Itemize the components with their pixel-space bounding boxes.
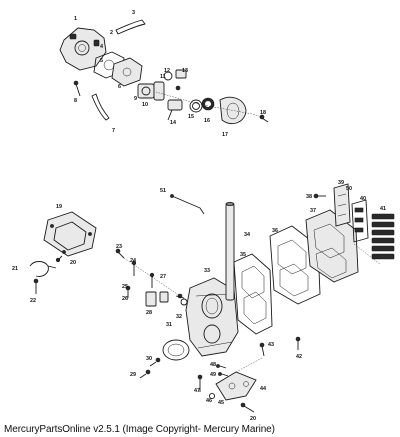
callout-43: 43	[268, 342, 274, 348]
callout-28: 28	[146, 310, 152, 316]
callout-35: 35	[240, 252, 246, 258]
part-carb-fitting	[69, 33, 77, 40]
part-fitting	[180, 298, 188, 306]
part-gasket-36	[269, 225, 321, 305]
callout-34: 34	[244, 232, 250, 238]
part-fitting	[163, 71, 173, 81]
callout-37: 37	[310, 208, 316, 214]
callout-14: 14	[170, 120, 176, 126]
callout-8: 8	[74, 98, 77, 104]
part-o-ring	[189, 99, 203, 113]
callout-5: 5	[100, 58, 103, 64]
part-fuel-line	[91, 93, 110, 121]
callout-23: 23	[116, 244, 122, 250]
callout-7: 7	[112, 128, 115, 134]
callout-20-lower: 20	[250, 416, 256, 420]
callout-15: 15	[188, 114, 194, 120]
callout-44: 44	[260, 386, 266, 392]
part-intake-manifold	[185, 277, 239, 357]
callout-40: 40	[360, 196, 366, 202]
callout-51: 51	[160, 188, 166, 194]
callout-16: 16	[204, 118, 210, 124]
part-fuel-pump-plate	[111, 57, 143, 87]
copyright-caption: MercuryPartsOnline v2.5.1 (Image Copyrig…	[4, 424, 275, 435]
callout-31: 31	[166, 322, 172, 328]
callout-27: 27	[160, 274, 166, 280]
callout-25: 25	[122, 284, 128, 290]
lower-bracket-assembly	[197, 357, 263, 413]
callout-49: 49	[210, 372, 216, 378]
callout-24: 24	[130, 258, 136, 264]
callout-30: 30	[146, 356, 152, 362]
callout-50: 50	[346, 186, 352, 192]
callout-20: 20	[70, 260, 76, 266]
part-connector	[175, 69, 187, 79]
part-reed-petals	[351, 199, 369, 243]
callout-39: 39	[338, 180, 344, 186]
callout-12: 12	[164, 68, 170, 74]
part-gasket-35	[233, 253, 273, 335]
part-filter-cover	[219, 96, 247, 124]
callout-29: 29	[130, 372, 136, 378]
callout-2: 2	[110, 30, 113, 36]
callout-19: 19	[56, 204, 62, 210]
part-hose-clip	[29, 261, 49, 277]
callout-22: 22	[30, 298, 36, 304]
callout-45: 45	[218, 400, 224, 406]
callout-48: 48	[210, 362, 216, 368]
part-round-gasket	[162, 339, 190, 361]
callout-4: 4	[100, 44, 103, 50]
reed-block-gaskets	[233, 209, 359, 350]
part-spacer	[145, 291, 157, 307]
callout-18: 18	[260, 110, 266, 116]
part-carburetor-throat	[74, 40, 90, 56]
callout-42: 42	[296, 354, 302, 360]
callout-26: 26	[122, 296, 128, 302]
callout-47: 47	[194, 388, 200, 394]
intake-manifold-assembly	[115, 248, 265, 379]
callout-13: 13	[182, 68, 188, 74]
callout-9: 9	[134, 96, 137, 102]
callout-10: 10	[142, 102, 148, 108]
part-pump-cover	[153, 81, 165, 101]
part-fuel-hose	[115, 19, 146, 35]
part-tube	[225, 203, 235, 301]
part-screw	[75, 83, 81, 97]
callout-3: 3	[132, 10, 135, 16]
exploded-parts-diagram: 1 2 3 4 5 6 7 8 9 10 11 12 13 14 15 16 1…	[12, 10, 395, 420]
reed-stacks	[313, 183, 395, 265]
part-fuel-pump-body	[137, 83, 155, 99]
callout-33: 33	[204, 268, 210, 274]
callout-36: 36	[272, 228, 278, 234]
part-mount-bracket	[215, 371, 257, 401]
callout-32: 32	[176, 314, 182, 320]
callout-6: 6	[118, 84, 121, 90]
callout-46: 46	[206, 398, 212, 404]
callout-labels: 1 2 3 4 5 6 7 8 9 10 11 12 13 14 15 16 1…	[12, 10, 386, 420]
tube-and-rod	[170, 194, 235, 301]
top-assembly	[59, 19, 269, 124]
callout-17: 17	[222, 132, 228, 138]
part-bracket	[167, 99, 183, 111]
callout-1: 1	[74, 16, 77, 22]
callout-41: 41	[380, 206, 386, 212]
part-cover-plate	[43, 211, 97, 257]
part-reed-stack	[371, 213, 395, 260]
callout-38: 38	[306, 194, 312, 200]
part-link-rod	[171, 195, 205, 215]
bleed-cover-assembly	[29, 211, 97, 294]
callout-11: 11	[160, 74, 166, 80]
callout-21: 21	[12, 266, 18, 272]
